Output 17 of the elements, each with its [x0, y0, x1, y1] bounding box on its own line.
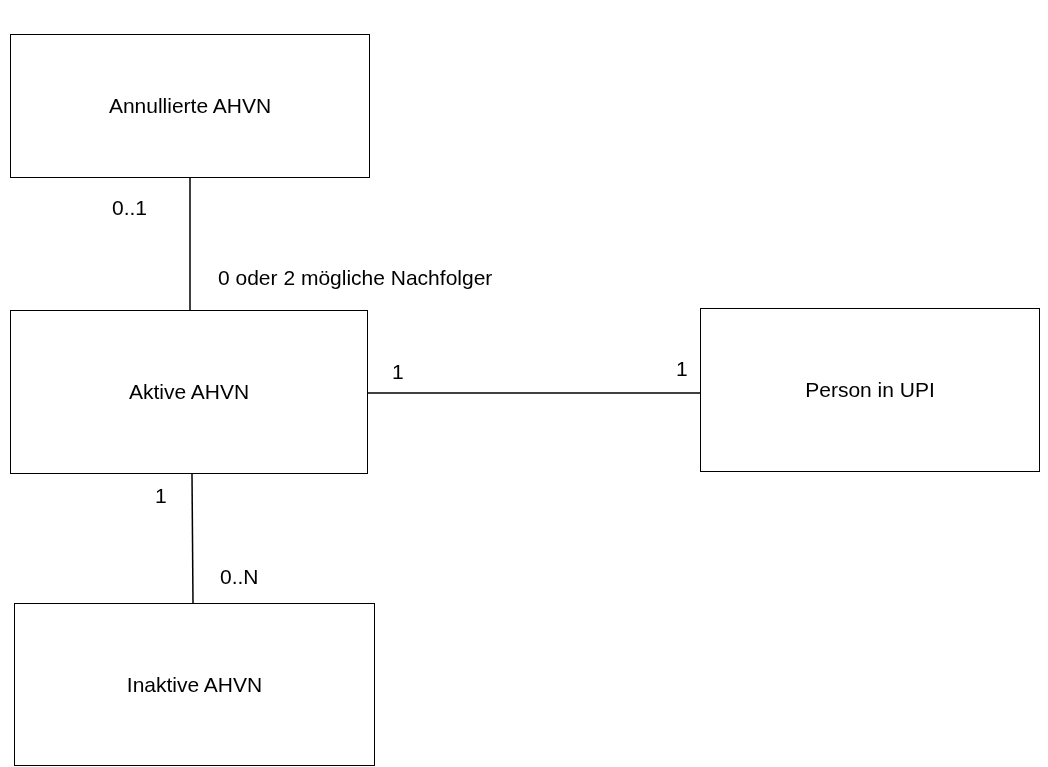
multiplicity-label: 1: [392, 360, 404, 384]
multiplicity-label: 0..N: [220, 565, 259, 589]
connector-line: [191, 473, 194, 604]
multiplicity-label: 1: [155, 484, 167, 508]
entity-box: [10, 310, 368, 474]
entity-box: [700, 308, 1040, 472]
multiplicity-label: 0..1: [112, 196, 148, 220]
entity-box: [14, 603, 375, 766]
entity-box: [10, 34, 370, 178]
connector-line: [367, 392, 701, 394]
entity-name: Annullierte AHVN: [108, 94, 272, 118]
entity-name: Person in UPI: [805, 378, 935, 402]
annotation-text: 0 oder 2 mögliche Nachfolger: [218, 266, 493, 290]
connector-line: [189, 177, 191, 311]
entity-name: Inaktive AHVN: [126, 672, 263, 697]
entity-name: Aktive AHVN: [128, 380, 250, 404]
multiplicity-label: 1: [676, 357, 688, 381]
